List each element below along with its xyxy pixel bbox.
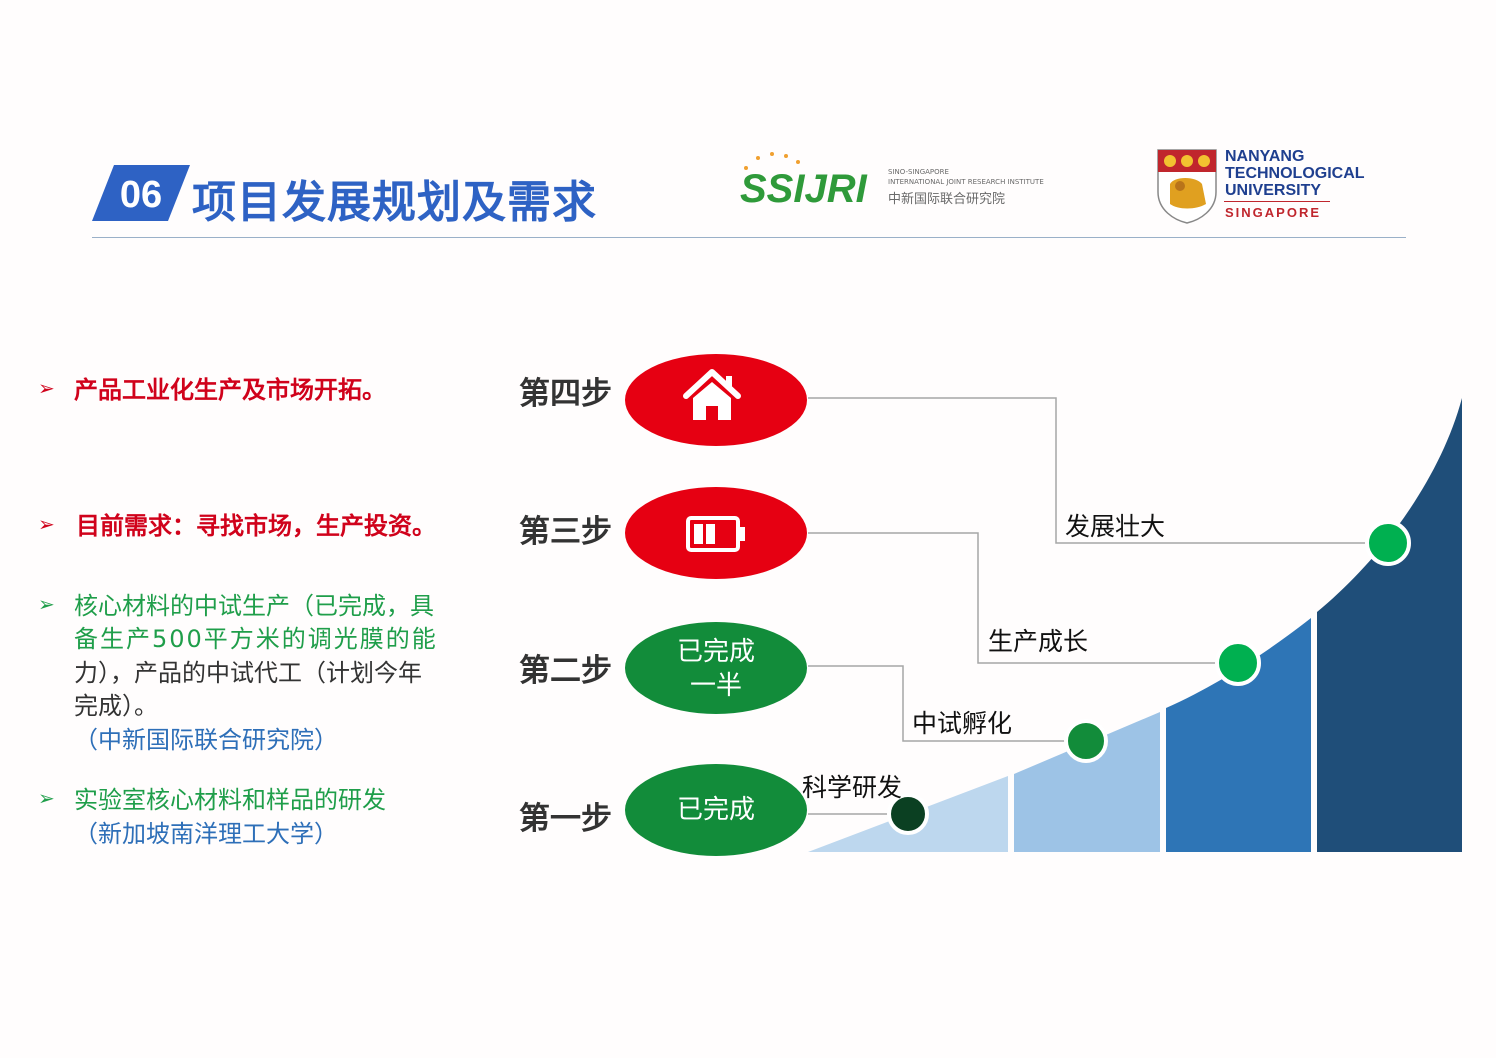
stage-label-4: 发展壮大 [1065,512,1166,541]
growth-bar-3 [1166,618,1311,852]
milestone-dot-4 [1365,520,1411,566]
step2-status-line2: 一半 [689,671,742,701]
bullet-step1-line1: 实验室核心材料和样品的研发 [74,786,386,814]
growth-bar-4 [1317,398,1462,852]
step2-ellipse [625,622,807,714]
ssijri-logo: SSIJRI SINO-SINGAPORE INTERNATIONAL JOIN… [736,150,1066,220]
bullet-arrow-icon: ➢ [38,376,55,400]
ntu-crest-icon [1157,149,1217,224]
bullet-step2-line5: （中新国际联合研究院） [74,726,338,754]
header-divider [92,237,1406,238]
home-icon [683,369,741,420]
bullet-step2-line3: 力），产品的中试代工（计划今年 [74,659,422,687]
bullet-step3: 目前需求：寻找市场，生产投资。 [76,512,436,540]
step2-status-line1: 已完成 [676,637,755,667]
bullet-step1-line2: （新加坡南洋理工大学） [74,820,338,848]
step-label-3: 第三步 [519,514,612,550]
growth-bar-2 [1014,712,1160,852]
ssijri-cn-name: 中新国际联合研究院 [888,192,1006,207]
ntu-line3: UNIVERSITY [1225,182,1322,199]
stage-label-2: 中试孵化 [912,709,1013,738]
step-label-1: 第一步 [519,801,612,837]
step3-ellipse [625,487,807,579]
stage-label-3: 生产成长 [988,627,1089,656]
bullet-step2-line4: 完成）。 [74,692,158,720]
bullet-step2-line2: 备生产500平方米的调光膜的能 [74,625,438,653]
step1-status: 已完成 [676,795,755,825]
step-label-4: 第四步 [519,376,612,412]
ssijri-mark-text: SSIJRI [740,167,868,211]
step1-ellipse [625,764,807,856]
page-title: 项目发展规划及需求 [192,177,597,228]
milestone-dot-1 [887,793,929,835]
ntu-line4: SINGAPORE [1225,205,1322,220]
stage-label-1: 科学研发 [802,773,903,802]
ntu-divider [1224,201,1330,202]
milestone-dot-3 [1215,640,1261,686]
battery-icon [686,516,745,552]
bullet-step4: 产品工业化生产及市场开拓。 [74,376,386,404]
bullet-arrow-icon: ➢ [38,786,55,810]
section-number-badge: 06 [92,165,190,221]
bullet-arrow-icon: ➢ [38,512,55,536]
step-label-2: 第二步 [519,653,612,689]
ssijri-mark-icon: SSIJRI [740,152,868,211]
connector-step3 [808,532,1238,664]
bullet-step2-line1: 核心材料的中试生产（已完成，具 [74,592,434,620]
ssijri-sub-line1: SINO-SINGAPORE [888,168,949,176]
connector-step2 [808,665,1086,742]
ntu-line2: TECHNOLOGICAL [1225,165,1365,182]
connector-step4 [808,397,1388,544]
bullet-arrow-icon: ➢ [38,592,55,616]
ssijri-sub-line2: INTERNATIONAL JOINT RESEARCH INSTITUTE [888,178,1044,186]
ntu-line1: NANYANG [1225,148,1305,165]
section-number: 06 [120,174,162,216]
milestone-dot-2 [1064,719,1108,763]
